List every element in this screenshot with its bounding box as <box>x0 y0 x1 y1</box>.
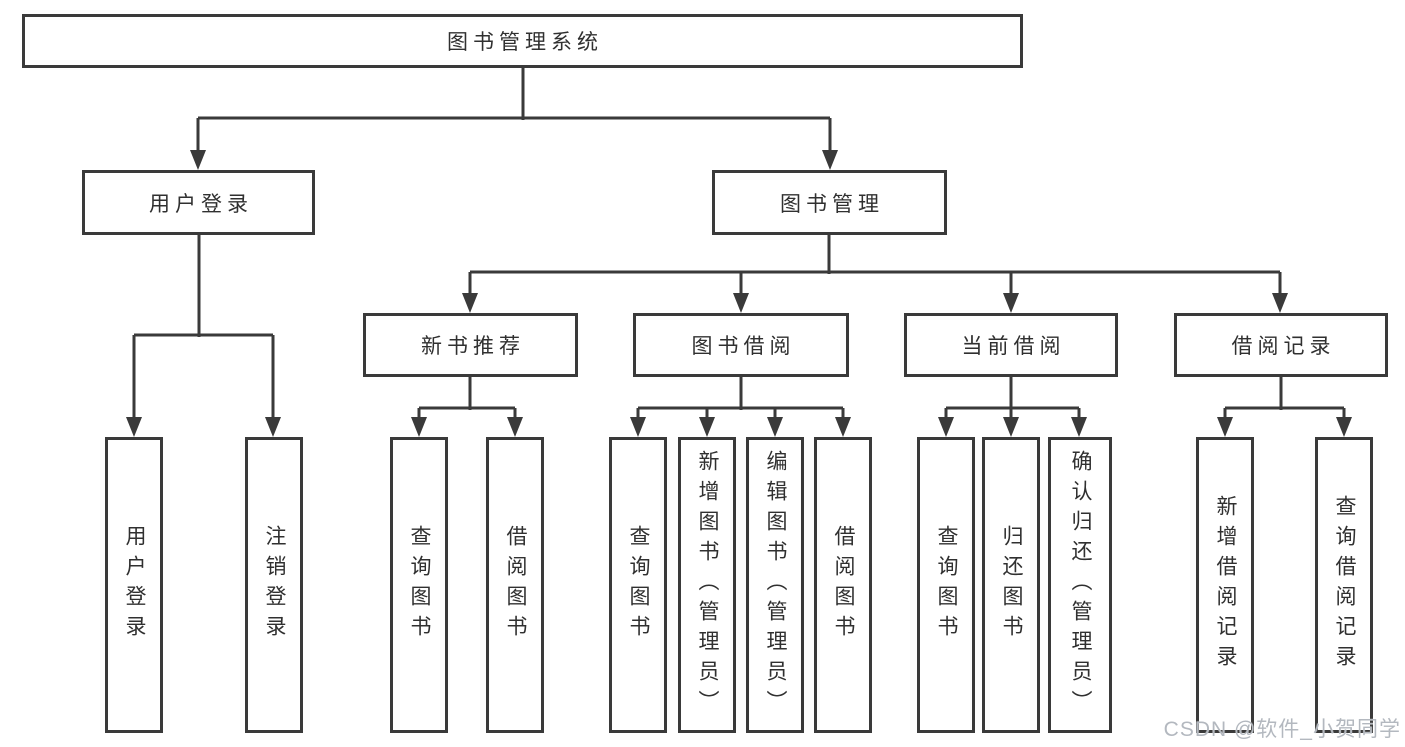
arrowhead <box>126 417 142 437</box>
arrowhead <box>411 417 427 437</box>
leaf-logout: 注销登录 <box>245 437 303 733</box>
node-current-borrowing: 当前借阅 <box>904 313 1118 377</box>
arrowhead <box>1217 417 1233 437</box>
node-new-book-recommendation: 新书推荐 <box>363 313 578 377</box>
node-book-management: 图书管理 <box>712 170 947 235</box>
node-borrowing-records: 借阅记录 <box>1174 313 1388 377</box>
leaf-records-query-borrow-record: 查询借阅记录 <box>1315 437 1373 733</box>
leaf-newbook-query-books: 查询图书 <box>390 437 448 733</box>
leaf-user-login: 用户登录 <box>105 437 163 733</box>
arrowhead <box>462 293 478 313</box>
arrowhead <box>1336 417 1352 437</box>
csdn-watermark: CSDN @软件_小贺同学 <box>1163 718 1401 741</box>
leaf-current-confirm-return-admin: 确认归还（管理员） <box>1048 437 1112 733</box>
node-book-borrowing: 图书借阅 <box>633 313 849 377</box>
arrowhead <box>699 417 715 437</box>
arrowhead <box>1003 417 1019 437</box>
connector-paths <box>132 68 1346 420</box>
arrowheads <box>126 150 1352 437</box>
leaf-borrowing-borrow-books: 借阅图书 <box>814 437 872 733</box>
arrowhead <box>265 417 281 437</box>
node-user-login: 用户登录 <box>82 170 315 235</box>
arrowhead <box>822 150 838 170</box>
leaf-borrowing-query-books: 查询图书 <box>609 437 667 733</box>
leaf-current-return-books: 归还图书 <box>982 437 1040 733</box>
arrowhead <box>507 417 523 437</box>
arrowhead <box>1272 293 1288 313</box>
leaf-borrowing-edit-books-admin: 编辑图书（管理员） <box>746 437 804 733</box>
arrowhead <box>767 417 783 437</box>
arrowhead <box>938 417 954 437</box>
arrowhead <box>1071 417 1087 437</box>
arrowhead <box>1003 293 1019 313</box>
arrowhead <box>733 293 749 313</box>
arrowhead <box>630 417 646 437</box>
leaf-records-add-borrow-record: 新增借阅记录 <box>1196 437 1254 733</box>
node-library-management-system: 图书管理系统 <box>22 14 1023 68</box>
arrowhead <box>835 417 851 437</box>
arrowhead <box>190 150 206 170</box>
leaf-current-query-books: 查询图书 <box>917 437 975 733</box>
leaf-borrowing-add-books-admin: 新增图书（管理员） <box>678 437 736 733</box>
leaf-newbook-borrow-books: 借阅图书 <box>486 437 544 733</box>
